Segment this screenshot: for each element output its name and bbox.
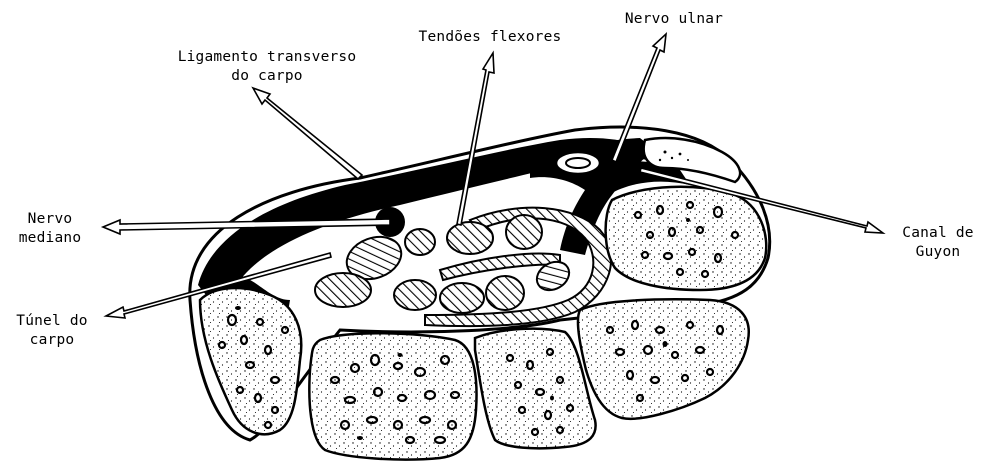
label-ligamento-line-1: Ligamento transverso	[148, 48, 386, 67]
label-tendoes-flexores: Tendões flexores	[392, 28, 588, 47]
bone-capitate	[475, 329, 596, 449]
label-nervo-ulnar: Nervo ulnar	[604, 10, 744, 29]
label-canal-guyon-line-1: Canal de	[888, 224, 988, 243]
label-tunel-carpo: Túnel do carpo	[0, 312, 104, 350]
label-nervo-mediano-line-1: Nervo	[0, 210, 100, 229]
label-ligamento-line-2: do carpo	[148, 67, 386, 86]
label-tendoes-line-1: Tendões flexores	[392, 28, 588, 47]
label-ligamento-transverso: Ligamento transverso do carpo	[148, 48, 386, 86]
label-tunel-carpo-line-2: carpo	[0, 331, 104, 350]
ulnar-nerve-dot	[607, 160, 629, 182]
label-nervo-ulnar-line-1: Nervo ulnar	[604, 10, 744, 29]
label-tunel-carpo-line-1: Túnel do	[0, 312, 104, 331]
label-nervo-mediano-line-2: mediano	[0, 229, 100, 248]
label-canal-guyon-line-2: Guyon	[888, 243, 988, 262]
bone-pisiform	[606, 187, 767, 290]
label-canal-guyon: Canal de Guyon	[888, 224, 988, 262]
arrow-ligamento	[253, 88, 362, 179]
bone-hamate	[578, 299, 749, 418]
label-nervo-mediano: Nervo mediano	[0, 210, 100, 248]
